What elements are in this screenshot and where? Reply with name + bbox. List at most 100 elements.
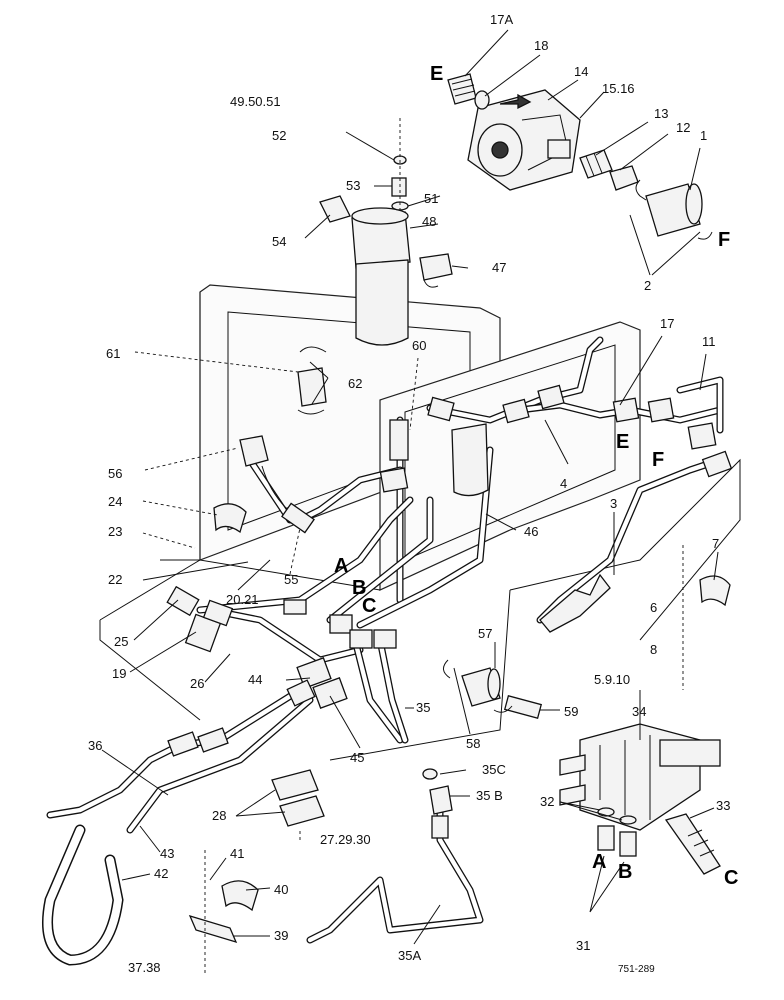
reference-number: 751-289 [618,964,655,975]
label-17: 17 [660,316,674,331]
label-2: 2 [644,278,651,293]
label-a-top: A [334,555,348,577]
clip-7 [699,575,731,607]
label-c-bottom: C [724,867,738,889]
clip-24 [213,503,247,534]
fitting-59 [503,695,543,719]
filter-top-parts [391,118,409,212]
label-51: 51 [424,191,438,206]
label-43: 43 [160,846,174,861]
label-44: 44 [248,672,262,687]
label-25: 25 [114,634,128,649]
label-58: 58 [466,736,480,751]
label-12: 12 [676,120,690,135]
label-34: 34 [632,704,646,719]
part-labels: 17A 18 14 15.16 13 12 1 2 E F 49.50.51 5… [88,12,738,975]
label-4: 4 [560,476,567,491]
fitting-54 [319,195,351,223]
label-22: 22 [108,572,122,587]
label-61: 61 [106,346,120,361]
connector-3 [539,573,611,633]
label-59: 59 [564,704,578,719]
label-35a: 35A [398,948,421,963]
clip-40 [221,880,259,912]
hydraulic-pump [467,89,581,191]
leader-lines [101,29,719,945]
label-40: 40 [274,882,288,897]
label-f-top: F [718,229,730,251]
filter-head-48 [351,207,411,269]
hose-42 [42,824,124,966]
fittings-31 [597,807,637,857]
label-48: 48 [422,214,436,229]
label-32: 32 [540,794,554,809]
label-60: 60 [412,338,426,353]
label-47: 47 [492,260,506,275]
label-54: 54 [272,234,286,249]
label-6: 6 [650,600,657,615]
inline-filter-46 [451,423,489,497]
label-e-mid: E [616,431,629,453]
label-b-bottom: B [618,861,632,883]
fitting-13 [579,149,613,179]
label-15-16: 15.16 [602,81,635,96]
label-a-bottom: A [592,851,606,873]
label-7: 7 [712,536,719,551]
fitting-12 [609,165,639,191]
clip-58 [443,659,513,713]
label-36: 36 [88,738,102,753]
label-31: 31 [576,938,590,953]
label-8: 8 [650,642,657,657]
union-fittings [379,384,733,493]
clips-28 [271,769,325,827]
valve-cluster [166,585,397,757]
label-49-50-51: 49.50.51 [230,94,281,109]
clips-2 [635,179,713,240]
label-39: 39 [274,928,288,943]
label-1: 1 [700,128,707,143]
label-55: 55 [284,572,298,587]
label-24: 24 [108,494,122,509]
label-41: 41 [230,846,244,861]
elbow-35b [422,768,453,839]
sensor-47 [419,253,453,288]
label-27-29-30: 27.29.30 [320,832,371,847]
label-57: 57 [478,626,492,641]
bracket-39 [188,850,238,975]
label-c-top: C [362,595,376,617]
label-45: 45 [350,750,364,765]
label-b-top: B [352,577,366,599]
label-53: 53 [346,178,360,193]
label-18: 18 [534,38,548,53]
label-26: 26 [190,676,204,691]
label-35: 35 [416,700,430,715]
label-14: 14 [574,64,588,79]
hose-sleeve-1 [645,183,703,237]
fitting-17a [447,73,477,105]
label-19: 19 [112,666,126,681]
sleeve-57 [461,667,501,707]
label-62: 62 [348,376,362,391]
filter-cartridge [355,259,409,346]
label-f-mid: F [652,449,664,471]
coupler-55 [281,502,315,534]
label-17a: 17A [490,12,513,27]
label-28: 28 [212,808,226,823]
label-42: 42 [154,866,168,881]
label-11: 11 [702,334,716,349]
label-e-top: E [430,63,443,85]
label-35c: 35C [482,762,506,777]
label-46: 46 [524,524,538,539]
label-33: 33 [716,798,730,813]
label-20-21: 20.21 [226,592,259,607]
fitting-33 [664,813,721,875]
o-ring-18 [474,90,490,110]
label-5-9-10: 5.9.10 [594,672,630,687]
label-13: 13 [654,106,668,121]
inline-filter-61 [297,346,327,415]
label-35b: 35 B [476,788,503,803]
label-23: 23 [108,524,122,539]
label-3: 3 [610,496,617,511]
label-52: 52 [272,128,286,143]
